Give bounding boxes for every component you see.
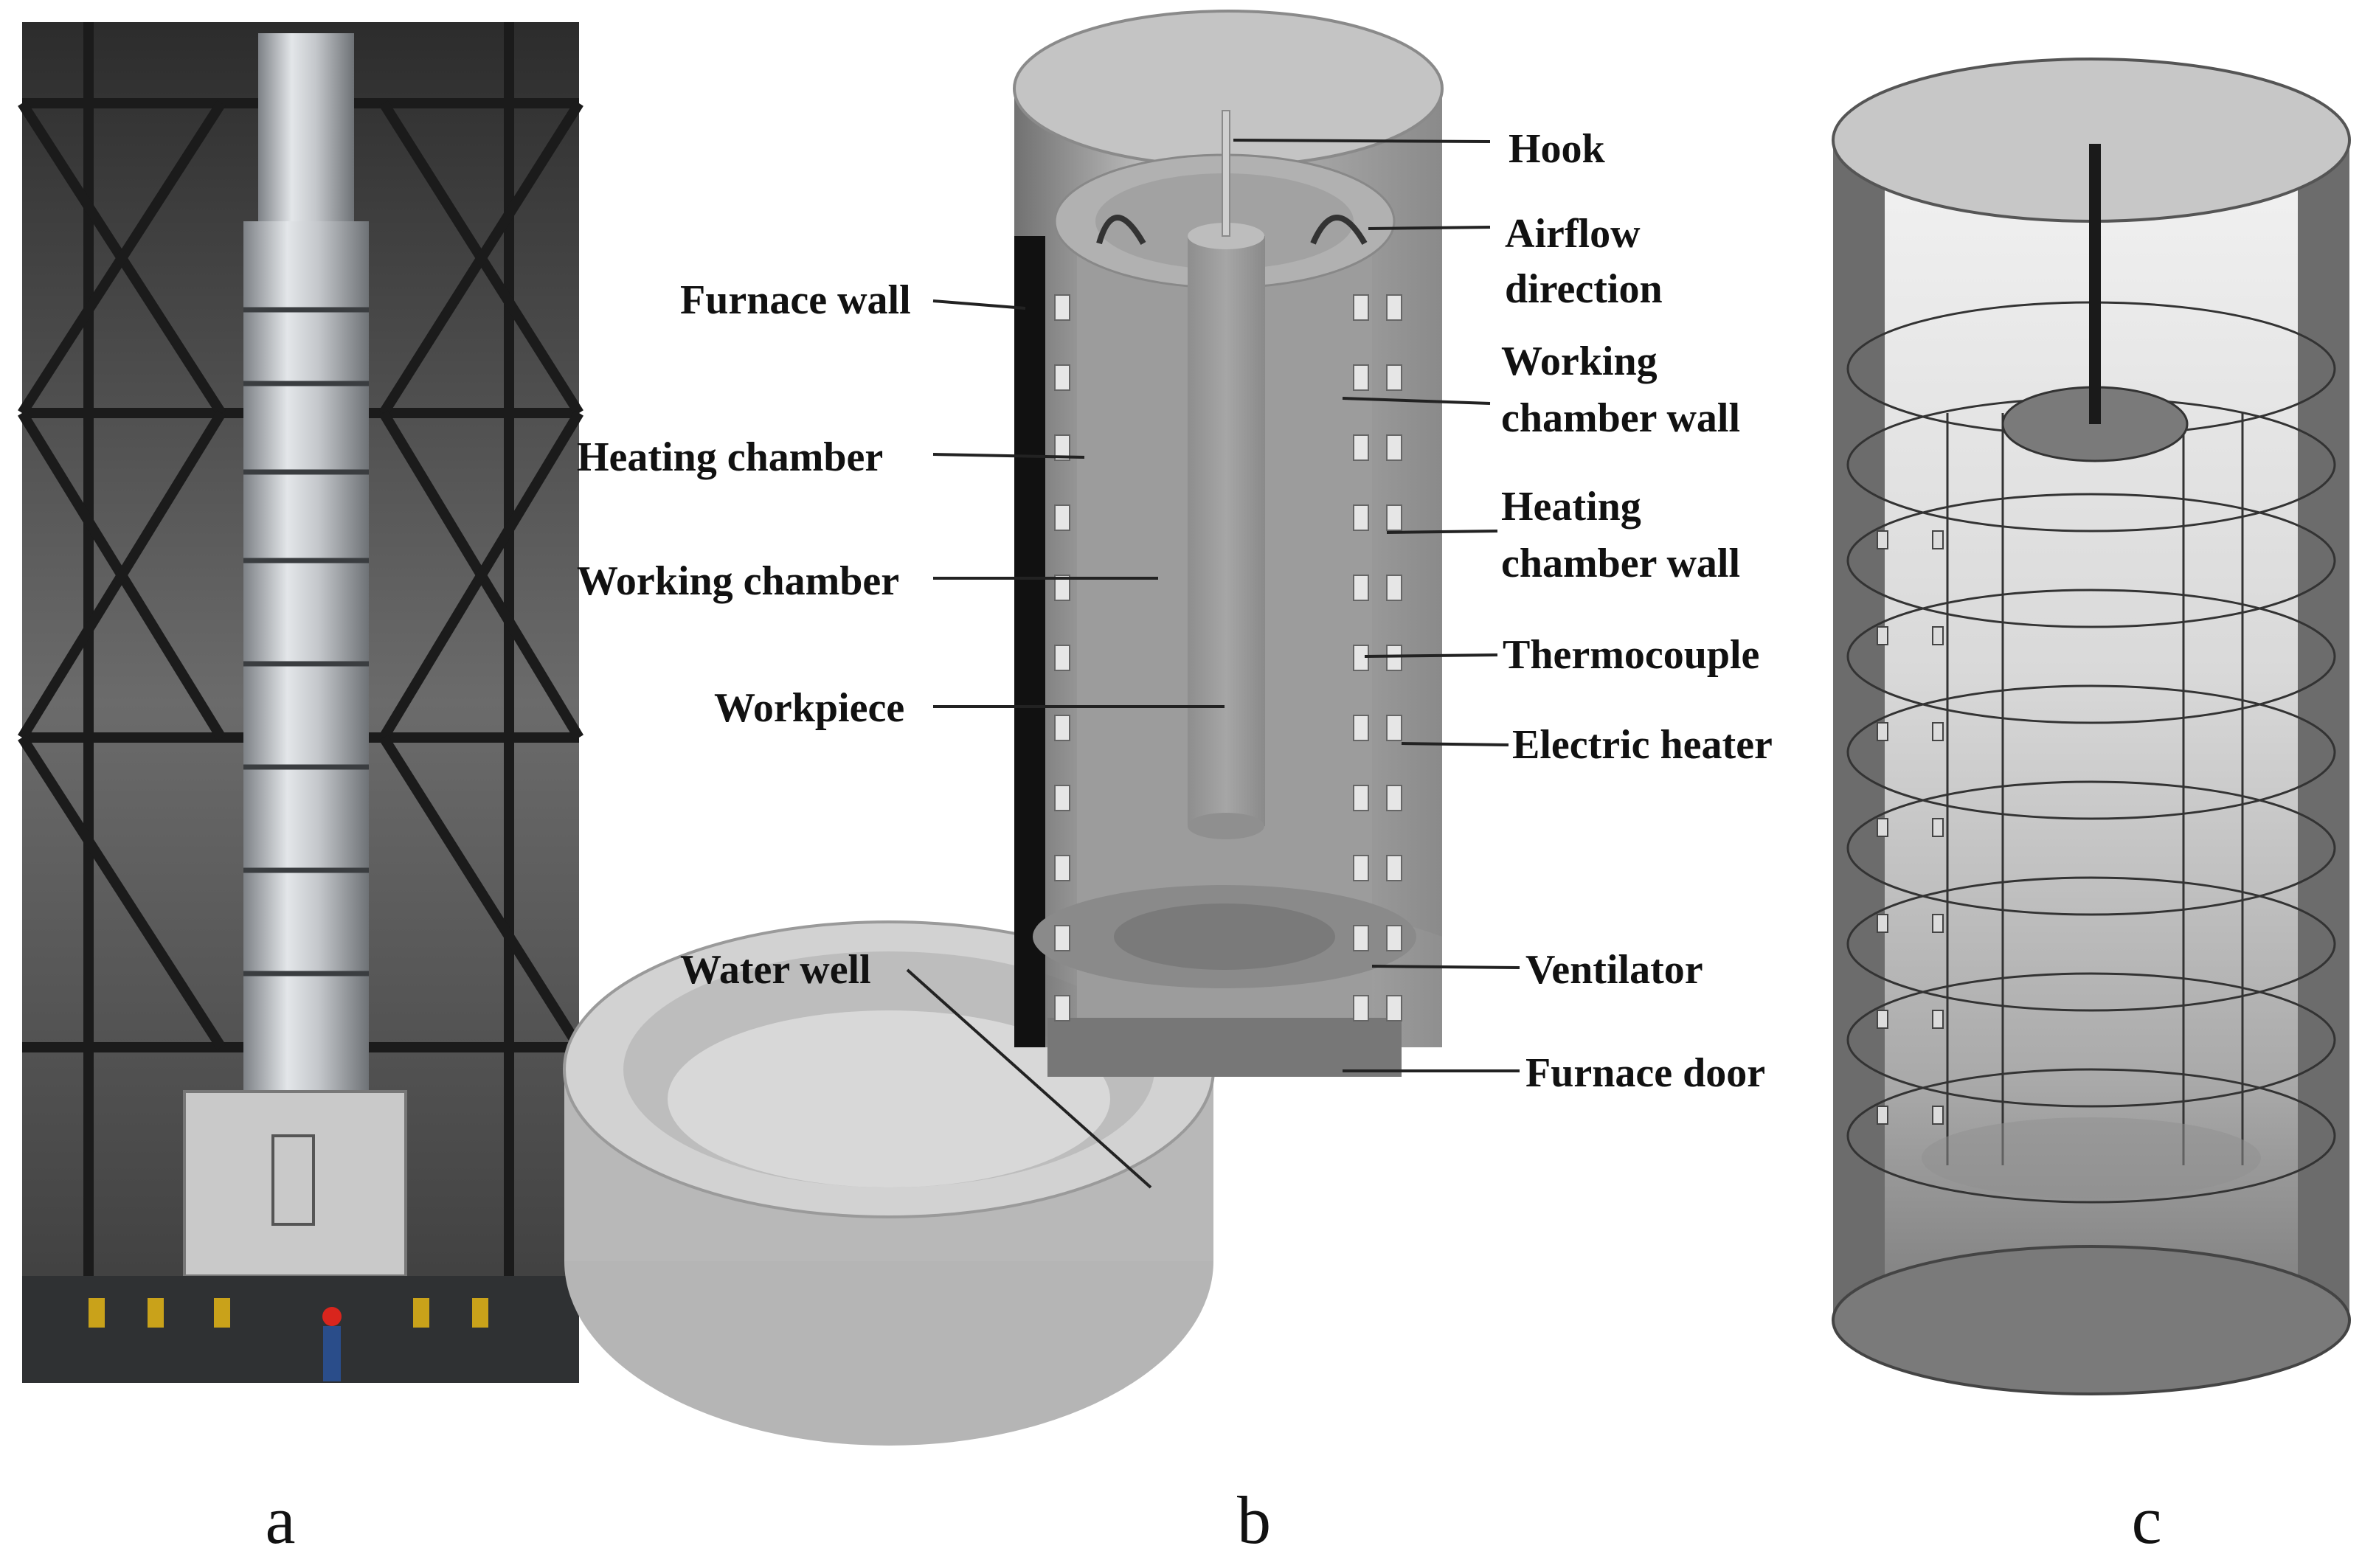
panel-letter-a: a (266, 1482, 296, 1558)
heater-block-right (1353, 294, 1369, 321)
panel-c-model (1832, 58, 2351, 1395)
sensor-block-inner (1932, 626, 1944, 645)
sensor-block-inner (1932, 914, 1944, 933)
hook (1222, 110, 1230, 237)
sensor-block-inner (1932, 1106, 1944, 1125)
label-ventilator: Ventilator (1525, 947, 1703, 993)
furnace-door (1047, 1018, 1402, 1077)
heater-block-left (1054, 504, 1070, 531)
wireframe-ring (1846, 876, 2336, 1012)
heater-block-right (1353, 715, 1369, 741)
thermocouple-block (1386, 855, 1402, 881)
sensor-blocks (1877, 530, 1944, 1125)
furnace-tower (183, 33, 407, 1277)
heater-block-right (1353, 364, 1369, 391)
label-heating-chamber-wall-line1: Heating (1501, 484, 1641, 530)
worker-figure (323, 1326, 341, 1381)
label-workpiece: Workpiece (714, 685, 904, 731)
furnace-wall-dark-edge (1014, 236, 1045, 1047)
panel-letter-b: b (1237, 1482, 1271, 1558)
heater-block-left (1054, 715, 1070, 741)
label-thermocouple: Thermocouple (1503, 632, 1759, 678)
heater-block-right (1353, 434, 1369, 461)
label-electric-heater: Electric heater (1512, 722, 1773, 768)
sensor-block-inner (1932, 530, 1944, 549)
heater-block-left (1054, 364, 1070, 391)
wireframe-ring (1846, 780, 2336, 916)
heater-block-left (1054, 294, 1070, 321)
label-airflow-line2: direction (1505, 266, 1663, 312)
sensor-block-left (1877, 722, 1888, 741)
scaffold-structure (18, 22, 583, 1383)
heater-block-right (1353, 995, 1369, 1021)
sensor-block-left (1877, 626, 1888, 645)
wireframe-ring (1846, 493, 2336, 628)
worker-helmet (322, 1307, 342, 1326)
sensor-block-inner (1932, 1010, 1944, 1029)
label-heating-chamber-wall-line2: chamber wall (1501, 541, 1740, 586)
heater-block-left (1054, 575, 1070, 601)
wireframe-ring (1846, 972, 2336, 1108)
thermocouple-block (1386, 364, 1402, 391)
thermocouple-block (1386, 294, 1402, 321)
thermocouple-block (1386, 925, 1402, 951)
thermocouple-block (1386, 715, 1402, 741)
heater-block-right (1353, 645, 1369, 671)
thermocouple-block (1386, 504, 1402, 531)
heater-block-right (1353, 925, 1369, 951)
label-working-chamber-wall-line2: chamber wall (1501, 395, 1740, 441)
label-airflow-line1: Airflow (1505, 211, 1641, 257)
label-furnace-wall: Furnace wall (680, 277, 911, 323)
heater-block-left (1054, 645, 1070, 671)
panel-b-model (563, 10, 1444, 1446)
sensor-block-left (1877, 530, 1888, 549)
label-working-chamber-wall-line1: Working (1501, 339, 1658, 384)
wireframe-ring (1846, 1068, 2336, 1204)
hook-rod (2089, 144, 2101, 424)
sensor-block-left (1877, 1106, 1888, 1125)
panel-a-photo (18, 22, 583, 1383)
heater-block-left (1054, 855, 1070, 881)
thermocouple-block (1386, 434, 1402, 461)
label-furnace-door: Furnace door (1525, 1050, 1765, 1096)
heater-block-left (1054, 925, 1070, 951)
wireframe-rings (1846, 301, 2336, 1204)
workpiece (1188, 236, 1265, 826)
thermocouple-block (1386, 645, 1402, 671)
label-heating-chamber: Heating chamber (577, 434, 883, 480)
wireframe-ring (1846, 589, 2336, 724)
sensor-block-inner (1932, 818, 1944, 837)
heater-block-right (1353, 785, 1369, 811)
heater-block-right (1353, 504, 1369, 531)
thermocouple-block (1386, 995, 1402, 1021)
panel-letter-c: c (2132, 1482, 2162, 1558)
heater-block-left (1054, 785, 1070, 811)
sensor-block-left (1877, 914, 1888, 933)
airflow-arrows (1096, 215, 1368, 245)
thermocouple-block (1386, 785, 1402, 811)
thermocouple-block (1386, 575, 1402, 601)
base-machinery (22, 1276, 579, 1383)
heater-blocks (1054, 294, 1402, 1021)
heater-block-right (1353, 575, 1369, 601)
heater-block-left (1054, 995, 1070, 1021)
heater-block-left (1054, 434, 1070, 461)
label-working-chamber: Working chamber (577, 558, 899, 604)
leader-lines (906, 139, 1520, 1189)
wireframe-ring (1846, 684, 2336, 820)
sensor-block-inner (1932, 722, 1944, 741)
labels-panel-b: Hook Airflow direction Furnace wall Work… (577, 126, 1773, 1096)
sensor-block-left (1877, 818, 1888, 837)
sensor-block-left (1877, 1010, 1888, 1029)
heater-block-right (1353, 855, 1369, 881)
label-hook: Hook (1509, 126, 1606, 172)
label-water-well: Water well (680, 947, 871, 993)
